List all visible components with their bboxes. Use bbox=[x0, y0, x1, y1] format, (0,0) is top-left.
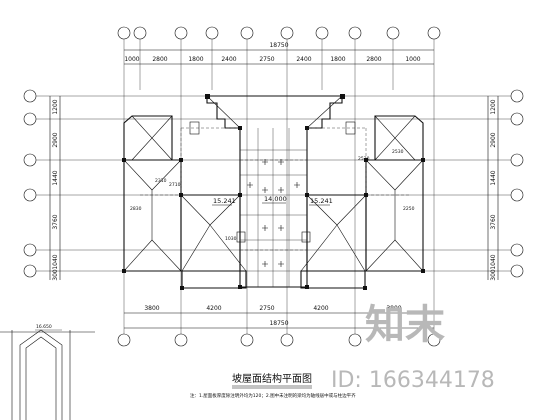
cross-marker bbox=[278, 187, 284, 193]
left-dimension-label: 2900 bbox=[52, 132, 59, 147]
left-dimension-label: 1040 bbox=[52, 254, 59, 269]
bottom-dimension-label: 3800 bbox=[386, 305, 401, 312]
bottom-axis-bubbles bbox=[117, 333, 441, 347]
top-dimension-labels: 1000 2800 1800 2400 2750 2400 1800 2800 1000 bbox=[124, 56, 420, 63]
building-walls bbox=[123, 95, 424, 289]
room-label-7: 1030 bbox=[225, 236, 237, 242]
bottom-dimension-label: 4200 bbox=[206, 305, 221, 312]
top-axis-bubbles bbox=[117, 26, 441, 40]
room-label-2: 2530 bbox=[358, 156, 370, 162]
top-dimension-label: 2400 bbox=[221, 56, 236, 63]
top-total-dimension: 18750 bbox=[269, 42, 288, 49]
central-stair-grid bbox=[240, 128, 307, 287]
bottom-dimension-label: 3800 bbox=[144, 305, 159, 312]
level-detail: 16.650 bbox=[36, 324, 52, 330]
right-dimension-label: 1440 bbox=[490, 170, 497, 185]
watermark-id: ID: 166344178 bbox=[331, 368, 495, 393]
drawing-title: 坡屋面结构平面图 bbox=[232, 372, 312, 385]
left-dimension-label: 1440 bbox=[52, 170, 59, 185]
top-dimension-label: 2750 bbox=[259, 56, 274, 63]
cross-marker bbox=[262, 187, 268, 193]
watermark: 知末 ID: 166344178 bbox=[331, 302, 495, 393]
bottom-dimension-chain bbox=[124, 312, 434, 329]
room-label-3: 2710 bbox=[169, 182, 181, 188]
bottom-dimension-label: 2750 bbox=[259, 305, 274, 312]
side-dimension-chains bbox=[49, 96, 499, 280]
top-dimension-label: 2800 bbox=[366, 56, 381, 63]
top-dimension-label: 2400 bbox=[296, 56, 311, 63]
left-dimension-label: 300 bbox=[52, 269, 59, 281]
room-label-1: 2530 bbox=[392, 149, 404, 155]
level-left: 15.241 bbox=[213, 197, 236, 205]
right-dimension-label: 3760 bbox=[490, 214, 497, 229]
cross-marker bbox=[294, 182, 300, 188]
cross-marker bbox=[247, 182, 253, 188]
side-axis-bubbles bbox=[23, 89, 524, 278]
top-dimension-chain bbox=[124, 49, 434, 65]
top-dimension-label: 2800 bbox=[152, 56, 167, 63]
roof-hip-lines bbox=[123, 95, 424, 272]
top-dimension-label: 1800 bbox=[330, 56, 345, 63]
cross-marker bbox=[262, 159, 268, 165]
top-dimension-label: 1800 bbox=[188, 56, 203, 63]
level-markers: 15.241 14.000 15.241 bbox=[212, 195, 333, 206]
detail-section: 16.650 bbox=[0, 324, 95, 420]
dashed-beams bbox=[140, 127, 410, 251]
room-label-6: 2250 bbox=[403, 206, 415, 212]
watermark-logo: 知末 bbox=[365, 302, 445, 348]
left-dimension-label: 3760 bbox=[52, 214, 59, 229]
right-dimension-label: 1040 bbox=[490, 254, 497, 269]
structural-columns bbox=[122, 94, 425, 290]
room-label-4: 2310 bbox=[155, 178, 167, 184]
room-label-5: 2830 bbox=[130, 206, 142, 212]
cross-marker bbox=[278, 225, 284, 231]
bottom-dimension-label: 4200 bbox=[313, 305, 328, 312]
cross-marker bbox=[278, 261, 284, 267]
right-dimension-label: 300 bbox=[490, 269, 497, 281]
cross-marker bbox=[262, 225, 268, 231]
axis-lines bbox=[36, 39, 511, 334]
cross-marker bbox=[278, 159, 284, 165]
right-dimension-label: 1200 bbox=[490, 99, 497, 114]
top-dimension-label: 1000 bbox=[405, 56, 420, 63]
level-right: 15.241 bbox=[310, 197, 333, 205]
left-dimension-label: 1200 bbox=[52, 99, 59, 114]
bottom-total-dimension: 18750 bbox=[269, 320, 288, 327]
cross-marker bbox=[262, 261, 268, 267]
top-dimension-label: 1000 bbox=[124, 56, 139, 63]
drawing-footnote: 注：1.屋面板厚度除注明外均为120；2.图中未注明的梁均为轴线居中或与柱边平齐 bbox=[190, 392, 356, 399]
bottom-dimension-labels: 3800 4200 2750 4200 3800 bbox=[144, 305, 401, 312]
stair-cross-markers bbox=[247, 159, 300, 267]
level-center: 14.000 bbox=[264, 195, 287, 203]
right-dimension-label: 2900 bbox=[490, 132, 497, 147]
pier-boxes bbox=[189, 121, 356, 243]
